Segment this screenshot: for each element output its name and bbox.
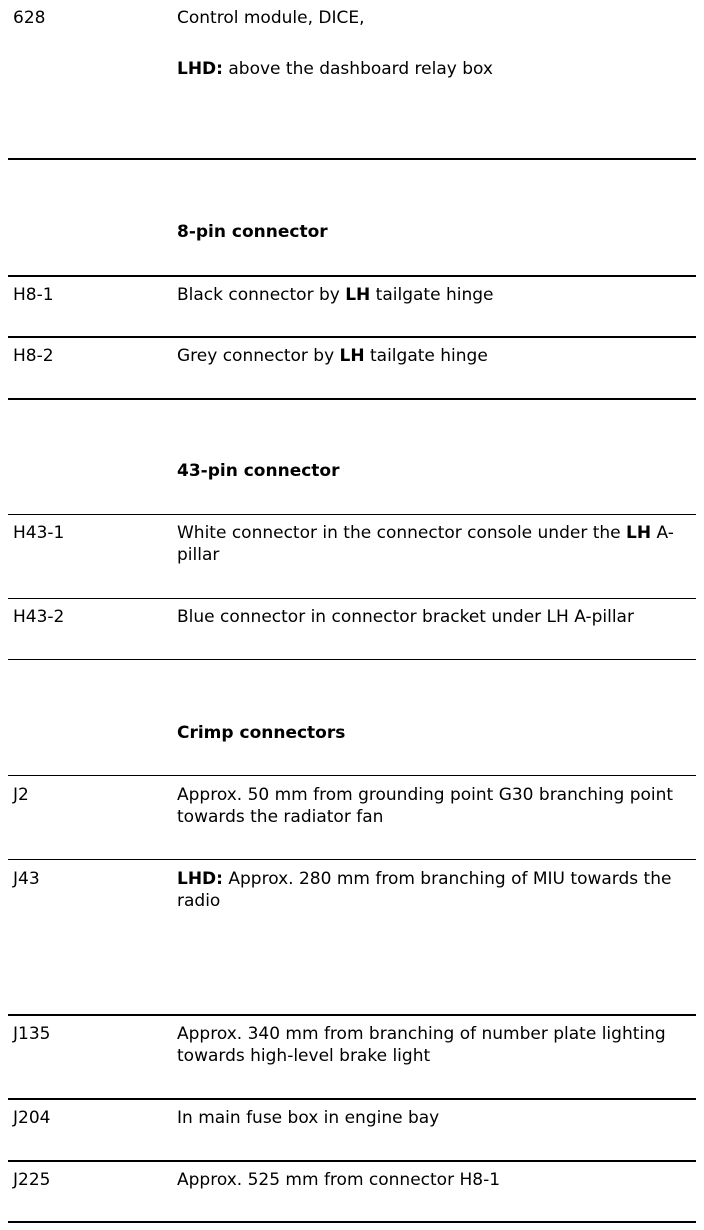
component-code-j135: J135 [13, 1024, 51, 1044]
divider [8, 1221, 696, 1223]
divider [8, 336, 696, 338]
divider [8, 659, 696, 660]
component-desc-j225: Approx. 525 mm from connector H8-1 [177, 1170, 501, 1190]
component-code-h43-1: H43-1 [13, 523, 65, 543]
desc-text: A-pillar [177, 523, 674, 565]
desc-text: tailgate hinge [370, 285, 494, 305]
desc-text: Approx. 280 mm from branching of MIU tow… [177, 869, 672, 911]
divider [8, 275, 696, 277]
desc-text: Black connector by [177, 285, 346, 305]
divider [8, 1014, 696, 1016]
lhd-text: above the dashboard relay box [222, 59, 493, 79]
divider [8, 158, 696, 160]
divider [8, 398, 696, 400]
component-desc-h8-1: Black connector by LH tailgate hinge [177, 284, 692, 306]
desc-bold: LH [626, 523, 652, 543]
component-code-j225: J225 [13, 1170, 51, 1190]
component-desc-j204: In main fuse box in engine bay [177, 1108, 440, 1128]
component-desc-h43-2: Blue connector in connector bracket unde… [177, 607, 634, 627]
component-code-j2: J2 [13, 785, 29, 805]
divider [8, 859, 696, 860]
component-code-628: 628 [13, 8, 46, 28]
component-desc-628-lhd: LHD: above the dashboard relay box [177, 58, 692, 80]
component-desc-h43-1: White connector in the connector console… [177, 522, 692, 566]
divider [8, 1160, 696, 1162]
component-desc-h8-2: Grey connector by LH tailgate hinge [177, 345, 692, 367]
section-heading-crimp: Crimp connectors [177, 723, 346, 743]
desc-bold: LH [339, 346, 365, 366]
lhd-label: LHD: [177, 869, 223, 889]
desc-bold: LH [345, 285, 371, 305]
component-desc-j43: LHD: Approx. 280 mm from branching of MI… [177, 868, 692, 912]
component-code-j204: J204 [13, 1108, 51, 1128]
component-code-h8-1: H8-1 [13, 285, 54, 305]
lhd-label: LHD: [177, 59, 223, 79]
component-desc-628: Control module, DICE, [177, 8, 365, 28]
desc-text: Grey connector by [177, 346, 340, 366]
section-heading-8-pin: 8-pin connector [177, 222, 328, 242]
component-desc-j135: Approx. 340 mm from branching of number … [177, 1024, 666, 1066]
desc-text: White connector in the connector console… [177, 523, 627, 543]
desc-text: tailgate hinge [364, 346, 488, 366]
section-heading-43-pin: 43-pin connector [177, 461, 340, 481]
component-code-h8-2: H8-2 [13, 346, 54, 366]
component-desc-j2: Approx. 50 mm from grounding point G30 b… [177, 785, 674, 827]
divider [8, 1098, 696, 1100]
component-code-h43-2: H43-2 [13, 607, 65, 627]
divider [8, 514, 696, 515]
divider [8, 775, 696, 776]
component-code-j43: J43 [13, 869, 40, 889]
divider [8, 598, 696, 599]
